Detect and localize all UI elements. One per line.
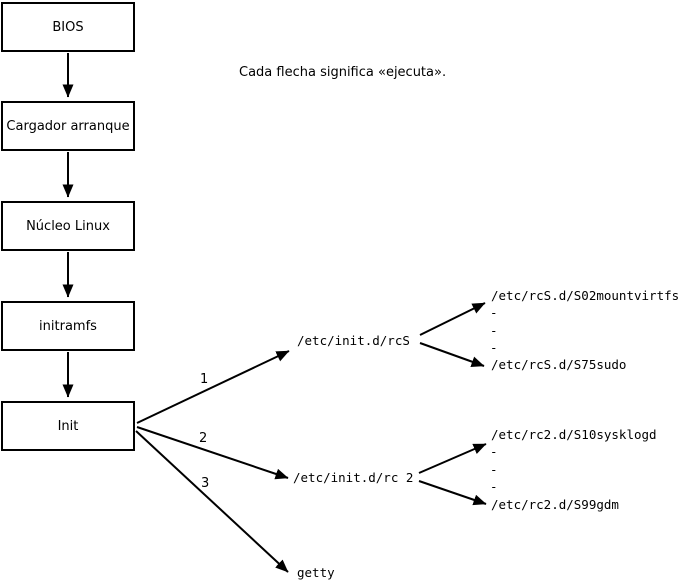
arrow-init-to-rc2 (136, 426, 289, 480)
arrow-rcs-to-first-script (419, 302, 486, 336)
node-kernel: Núcleo Linux (1, 201, 135, 251)
arrow-rc2-to-first-script (418, 443, 487, 474)
arrow-init-to-getty (135, 430, 289, 573)
arrow-rcs-to-last-script (419, 342, 485, 367)
label-rc2-first-script: /etc/rc2.d/S10sysklogd (491, 427, 657, 442)
label-rc2-script: /etc/init.d/rc 2 (293, 470, 414, 485)
node-bios-label: BIOS (52, 19, 84, 35)
branch-label-3: 3 (201, 476, 210, 491)
arrow-rc2-to-last-script (418, 480, 487, 506)
node-bootloader: Cargador arranque (1, 101, 135, 151)
label-rcs-script: /etc/init.d/rcS (297, 333, 410, 348)
diagram-caption: Cada flecha significa «ejecuta». (239, 65, 447, 80)
label-rcs-last-script: /etc/rcS.d/S75sudo (491, 357, 627, 372)
node-initramfs-label: initramfs (39, 318, 97, 334)
ellipsis-rc2: - - - (490, 444, 498, 494)
node-bootloader-label: Cargador arranque (6, 118, 130, 134)
node-init-label: Init (57, 418, 79, 434)
label-rcs-first-script: /etc/rcS.d/S02mountvirtfs (491, 288, 680, 303)
node-initramfs: initramfs (1, 301, 135, 351)
label-rc2-last-script: /etc/rc2.d/S99gdm (491, 497, 619, 512)
arrow-init-to-rcs (136, 350, 290, 424)
ellipsis-rcs: - - - (490, 305, 498, 355)
node-init: Init (1, 401, 135, 451)
branch-label-1: 1 (200, 372, 209, 387)
label-getty: getty (297, 565, 335, 580)
node-bios: BIOS (1, 2, 135, 52)
node-kernel-label: Núcleo Linux (26, 218, 110, 234)
branch-label-2: 2 (199, 431, 208, 446)
